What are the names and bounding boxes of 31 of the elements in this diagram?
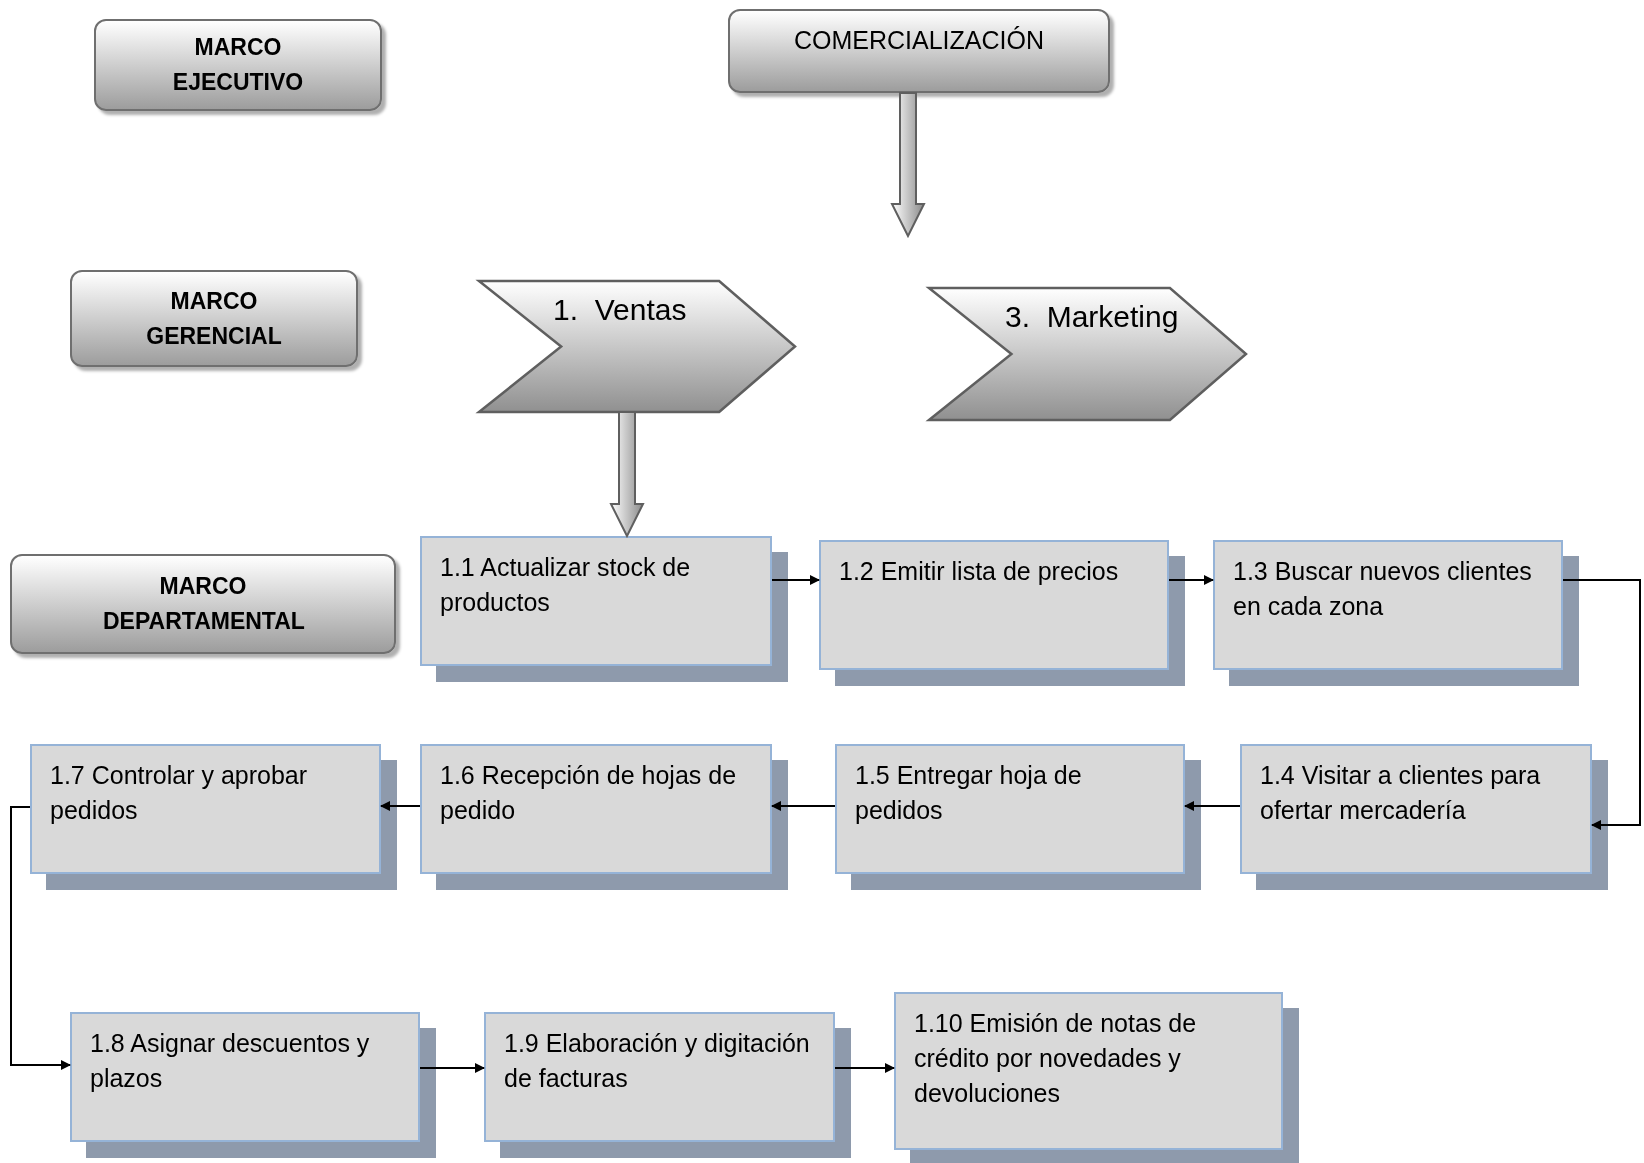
arrow <box>1184 801 1241 811</box>
step-text: 1.3 Buscar nuevos clientes en cada zona <box>1233 557 1532 620</box>
arrow <box>771 801 836 811</box>
step-text: 1.9 Elaboración y digitación de facturas <box>504 1029 810 1092</box>
arrow <box>10 806 71 1070</box>
arrow <box>834 1063 895 1073</box>
step-text: 1.8 Asignar descuentos y plazos <box>90 1029 370 1092</box>
title-box <box>728 9 1110 93</box>
level-label: MARCO DEPARTAMENTAL <box>103 572 303 636</box>
level-box <box>10 554 396 654</box>
process-label: 3. Marketing <box>1005 300 1179 334</box>
block-arrow <box>890 92 926 239</box>
block-arrow <box>609 411 645 539</box>
arrow <box>1562 579 1641 830</box>
level-label: COMERCIALIZACIÓN <box>794 25 1044 56</box>
level-box <box>70 270 358 367</box>
step-text: 1.7 Controlar y aprobar pedidos <box>50 761 308 824</box>
arrow <box>1168 575 1214 585</box>
step-text: 1.4 Visitar a clientes para ofertar mercadería <box>1260 761 1541 824</box>
step-text: 1.1 Actualizar stock de productos <box>440 553 691 616</box>
step-text: 1.2 Emitir lista de precios <box>839 557 1119 585</box>
arrow <box>419 1063 485 1073</box>
step-text: 1.6 Recepción de hojas de pedido <box>440 761 737 824</box>
arrow <box>380 801 421 811</box>
step-text: 1.5 Entregar hoja de pedidos <box>855 761 1082 824</box>
level-label: MARCO EJECUTIVO <box>171 33 305 97</box>
level-label: MARCO GERENCIAL <box>145 286 283 351</box>
process-label: 1. Ventas <box>553 293 687 327</box>
level-box <box>94 19 382 111</box>
arrow <box>771 575 820 585</box>
step-text: 1.10 Emisión de notas de crédito por novedades y devoluciones <box>914 1009 1197 1107</box>
